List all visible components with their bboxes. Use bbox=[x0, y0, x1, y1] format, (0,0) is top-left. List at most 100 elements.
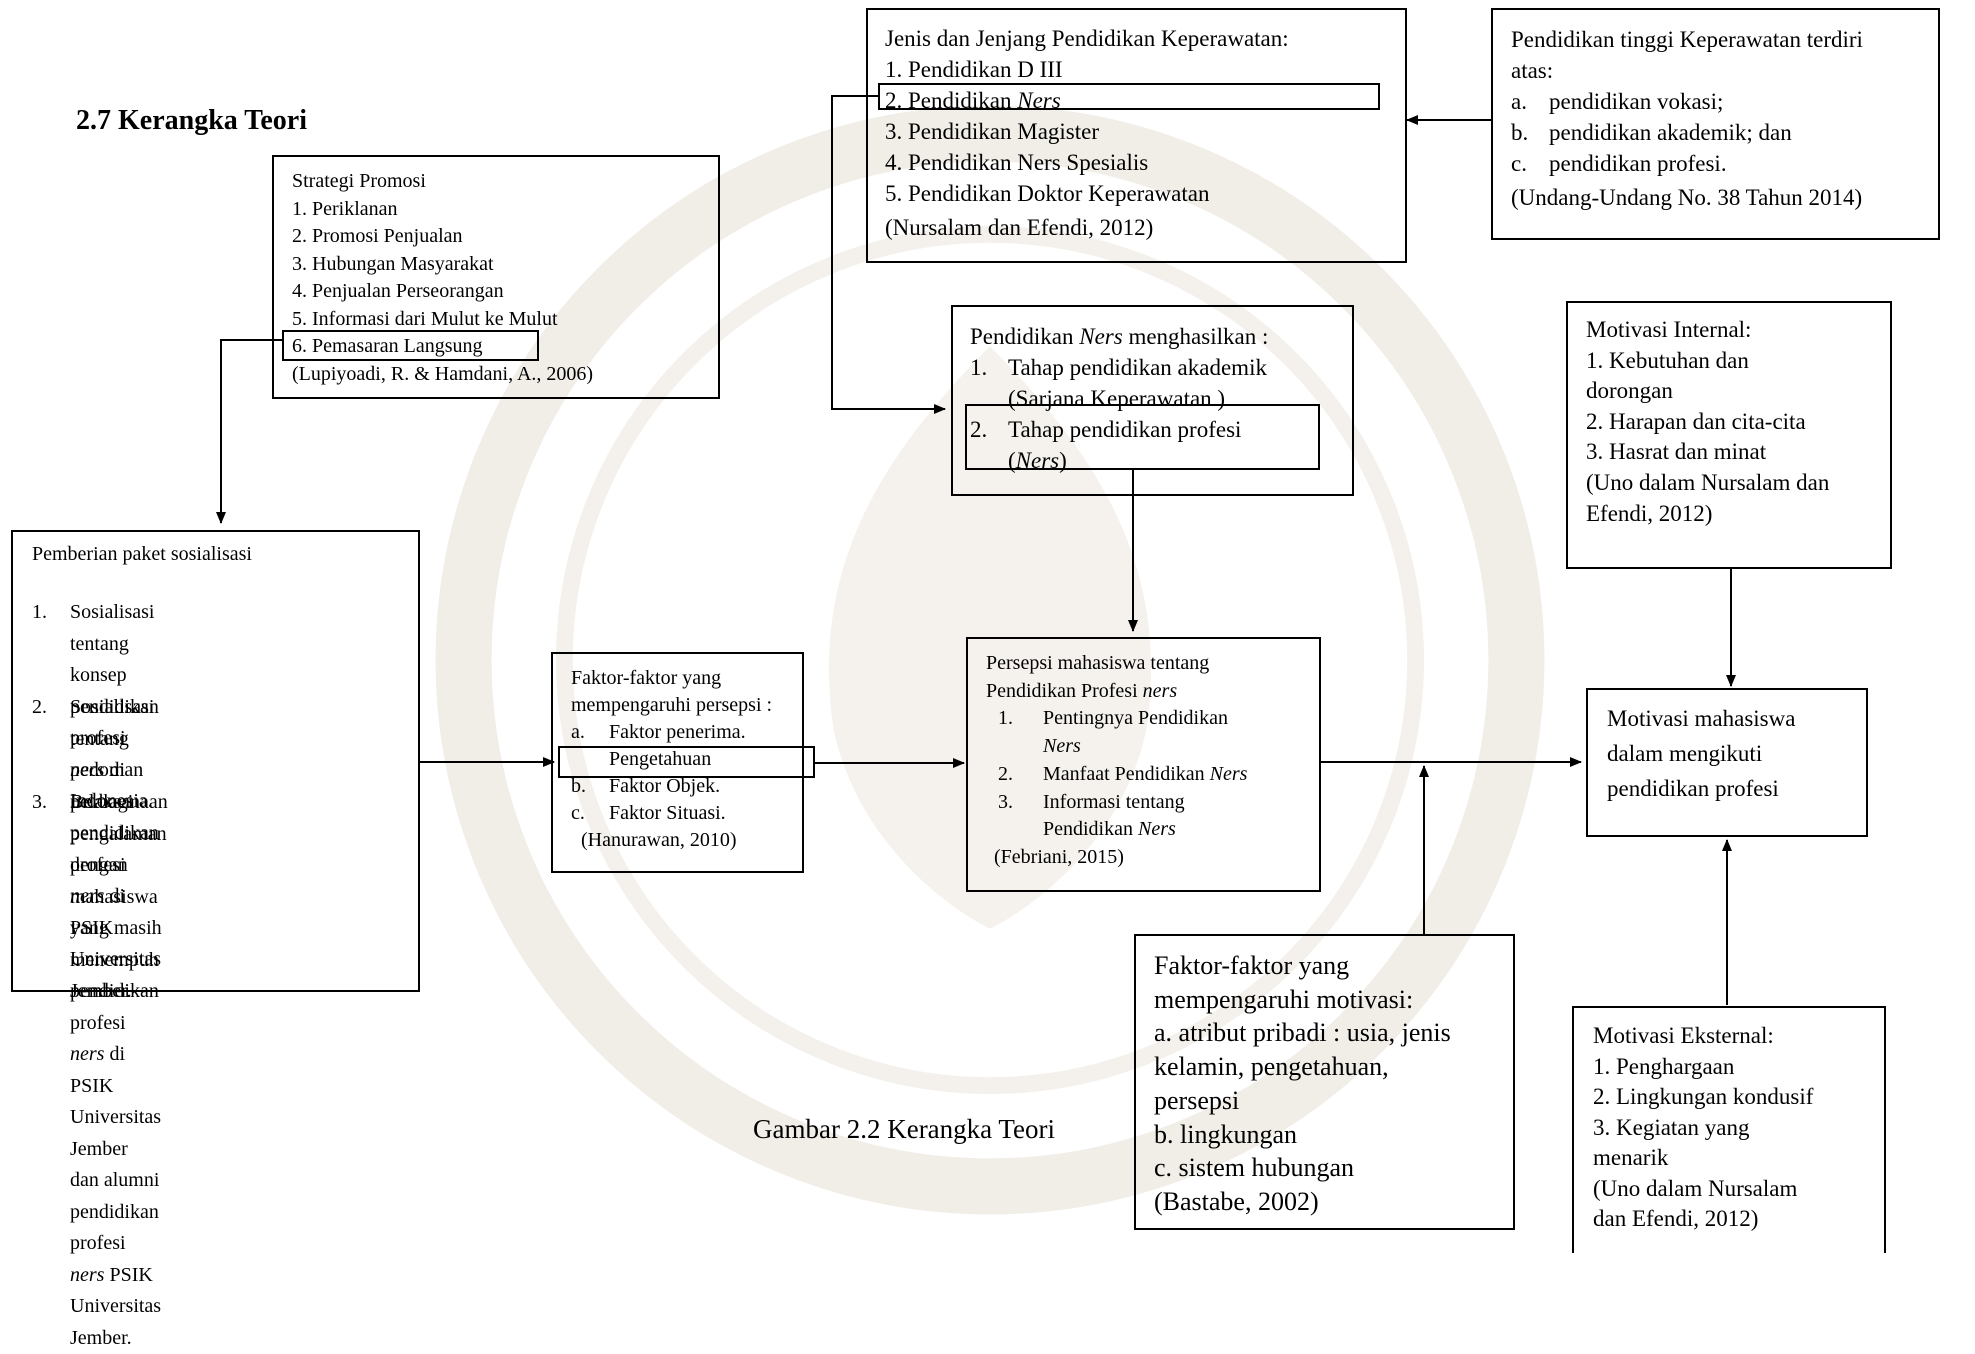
jenis-item: 4. Pendidikan Ners Spesialis bbox=[885, 150, 1149, 175]
paket-line: mahasiswa yang masih bbox=[70, 885, 162, 940]
paket-line: di bbox=[104, 758, 126, 781]
tinggi-line: Pendidikan tinggi Keperawatan terdiri bbox=[1511, 27, 1863, 52]
paket-line: Sosialisasi tentang pedoman bbox=[70, 696, 155, 781]
jenis-jenjang-text: Jenis dan Jenjang Pendidikan Keperawatan… bbox=[885, 23, 1289, 243]
persepsi-item: Manfaat Pendidikan bbox=[1043, 762, 1210, 785]
ners-hasil-item: Tahap pendidikan profesi bbox=[1008, 417, 1242, 442]
motivasi-mahasiswa-text: Motivasi mahasiswa dalam mengikuti pendi… bbox=[1607, 701, 1795, 806]
arrow-strategi-to-paket bbox=[216, 339, 282, 524]
jenis-item: 3. Pendidikan Magister bbox=[885, 119, 1099, 144]
eksternal-line: 3. Kegiatan yang bbox=[1593, 1114, 1750, 1140]
persepsi-item: Informasi tentang bbox=[1043, 790, 1185, 813]
faktor-persepsi-box bbox=[551, 652, 804, 873]
internal-line: (Uno dalam Nursalam dan bbox=[1586, 469, 1830, 495]
pendidikan-tinggi-box bbox=[1491, 8, 1940, 240]
faktor-persepsi-item: Faktor Situasi. bbox=[609, 802, 726, 824]
ners-hasil-title: Pendidikan bbox=[970, 324, 1080, 349]
ners-hasil-item: ( bbox=[1008, 448, 1016, 473]
motivasi-eksternal-box bbox=[1572, 1006, 1886, 1253]
paket-line: Berbagi pengalaman dengan bbox=[70, 791, 167, 876]
university-seal-watermark bbox=[435, 105, 1545, 1215]
ners-hasil-item: ) bbox=[1059, 448, 1067, 473]
paket-sosialisasi-box bbox=[11, 530, 420, 992]
strategi-promosi-text: Strategi Promosi 1. Periklanan 2. Promos… bbox=[292, 168, 593, 388]
faktor-persepsi-mark: a. bbox=[571, 721, 585, 743]
faktor-persepsi-item: Pengetahuan bbox=[609, 748, 712, 770]
motivasi-mhs-line: Motivasi mahasiswa bbox=[1607, 706, 1796, 731]
tinggi-item: pendidikan profesi. bbox=[1549, 151, 1727, 176]
tinggi-mark: a. bbox=[1511, 89, 1527, 114]
eksternal-line: dan Efendi, 2012) bbox=[1593, 1206, 1759, 1231]
internal-line: 2. Harapan dan cita-cita bbox=[1586, 408, 1806, 434]
connector-lines bbox=[216, 95, 1736, 1005]
faktor-motivasi-text: Faktor-faktor yang mempengaruhi motivasi… bbox=[1154, 949, 1451, 1219]
faktor-motivasi-line: (Bastabe, 2002) bbox=[1154, 1186, 1319, 1216]
persepsi-title: Persepsi mahasiswa tentang bbox=[986, 652, 1210, 674]
strategi-item-highlighted: 6. Pemasaran Langsung bbox=[292, 335, 483, 357]
paket-line-ital: ners bbox=[70, 885, 105, 907]
ners-hasil-box bbox=[951, 305, 1354, 496]
persepsi-mahasiswa-box bbox=[966, 637, 1321, 892]
persepsi-item: Pentingnya Pendidikan bbox=[1043, 707, 1228, 730]
strategi-item: 4. Penjualan Perseorangan bbox=[292, 280, 504, 302]
jenis-item: 5. Pendidikan Doktor Keperawatan bbox=[885, 181, 1210, 206]
internal-line: 1. Kebutuhan dan bbox=[1586, 347, 1749, 373]
strategi-item: 2. Promosi Penjualan bbox=[292, 225, 463, 247]
figure-caption: Gambar 2.2 Kerangka Teori bbox=[753, 1114, 1055, 1144]
motivasi-internal-text: Motivasi Internal: 1. Kebutuhan dan doro… bbox=[1586, 315, 1829, 529]
paket-mark: 2. bbox=[32, 696, 47, 718]
tinggi-mark: b. bbox=[1511, 120, 1529, 145]
paket-line: Indonesia. bbox=[70, 790, 153, 812]
motivasi-mhs-line: dalam mengikuti bbox=[1607, 741, 1763, 766]
motivasi-mhs-line: pendidikan profesi bbox=[1607, 776, 1779, 801]
eksternal-title: Motivasi Eksternal: bbox=[1593, 1023, 1774, 1048]
paket-line: Sosialisasi tentang konsep bbox=[70, 601, 155, 686]
internal-line: dorongan bbox=[1586, 378, 1673, 404]
persepsi-mahasiswa-text: Persepsi mahasiswa tentang Pendidikan Pr… bbox=[986, 650, 1247, 872]
eksternal-line: 1. Penghargaan bbox=[1593, 1053, 1735, 1079]
persepsi-item: Pendidikan bbox=[1043, 818, 1138, 841]
strategi-source: (Lupiyoadi, R. & Hamdani, A., 2006) bbox=[292, 362, 594, 385]
faktor-persepsi-mark: b. bbox=[571, 775, 586, 797]
faktor-persepsi-item: Faktor penerima. bbox=[609, 721, 746, 743]
ners-hasil-item: (Sarjana Keperawatan ) bbox=[1008, 386, 1226, 411]
jenis-source: (Nursalam dan Efendi, 2012) bbox=[885, 215, 1154, 240]
tinggi-line: atas: bbox=[1511, 58, 1554, 83]
jenis-highlight-frame bbox=[878, 83, 1380, 110]
faktor-persepsi-text: Faktor-faktor yang mempengaruhi persepsi… bbox=[571, 665, 772, 854]
ners-hasil-mark: 2. bbox=[970, 417, 988, 442]
persepsi-source: (Febriani, 2015) bbox=[994, 845, 1124, 868]
jenis-item: 1. Pendidikan D III bbox=[885, 57, 1063, 82]
faktor-motivasi-line: kelamin, pengetahuan, bbox=[1154, 1052, 1389, 1082]
paket-line-ital: ners bbox=[70, 758, 105, 781]
faktor-motivasi-line: b. lingkungan bbox=[1154, 1119, 1297, 1149]
persepsi-item-ital: Ners bbox=[1209, 762, 1248, 785]
ners-hasil-item: Tahap pendidikan akademik bbox=[1008, 355, 1267, 380]
jenis-title: Jenis dan Jenjang Pendidikan Keperawatan… bbox=[885, 26, 1289, 51]
internal-line: 3. Hasrat dan minat bbox=[1586, 439, 1767, 465]
arrow-jenis-to-ners-hasil bbox=[831, 95, 946, 414]
tinggi-item: pendidikan vokasi; bbox=[1549, 89, 1724, 114]
faktor-persepsi-line: Faktor-faktor yang bbox=[571, 667, 722, 689]
faktor-persepsi-highlight-frame bbox=[558, 746, 815, 778]
paket-line: menempuh pendidikan profesi bbox=[70, 948, 159, 1034]
internal-line: Efendi, 2012) bbox=[1586, 500, 1713, 526]
strategi-item: 3. Hubungan Masyarakat bbox=[292, 252, 494, 275]
faktor-motivasi-line: Faktor-faktor yang bbox=[1154, 951, 1350, 980]
tinggi-item: pendidikan akademik; dan bbox=[1549, 120, 1792, 145]
section-heading: 2.7 Kerangka Teori bbox=[76, 105, 308, 136]
tinggi-source: (Undang-Undang No. 38 Tahun 2014) bbox=[1511, 185, 1863, 210]
tinggi-mark: c. bbox=[1511, 151, 1527, 176]
faktor-persepsi-line: mempengaruhi persepsi : bbox=[571, 694, 773, 716]
strategi-highlight-frame bbox=[282, 330, 539, 361]
faktor-persepsi-source: (Hanurawan, 2010) bbox=[581, 829, 737, 851]
faktor-persepsi-mark: c. bbox=[571, 802, 585, 824]
motivasi-internal-box bbox=[1566, 301, 1892, 569]
strategi-title: Strategi Promosi bbox=[292, 170, 426, 192]
eksternal-line: (Uno dalam Nursalam bbox=[1593, 1175, 1798, 1201]
faktor-motivasi-line: persepsi bbox=[1154, 1085, 1240, 1115]
paket-mark: 1. bbox=[32, 601, 47, 623]
ners-hasil-title-ital: Ners bbox=[1079, 324, 1123, 349]
internal-title: Motivasi Internal: bbox=[1586, 317, 1752, 342]
eksternal-line: menarik bbox=[1593, 1145, 1669, 1170]
